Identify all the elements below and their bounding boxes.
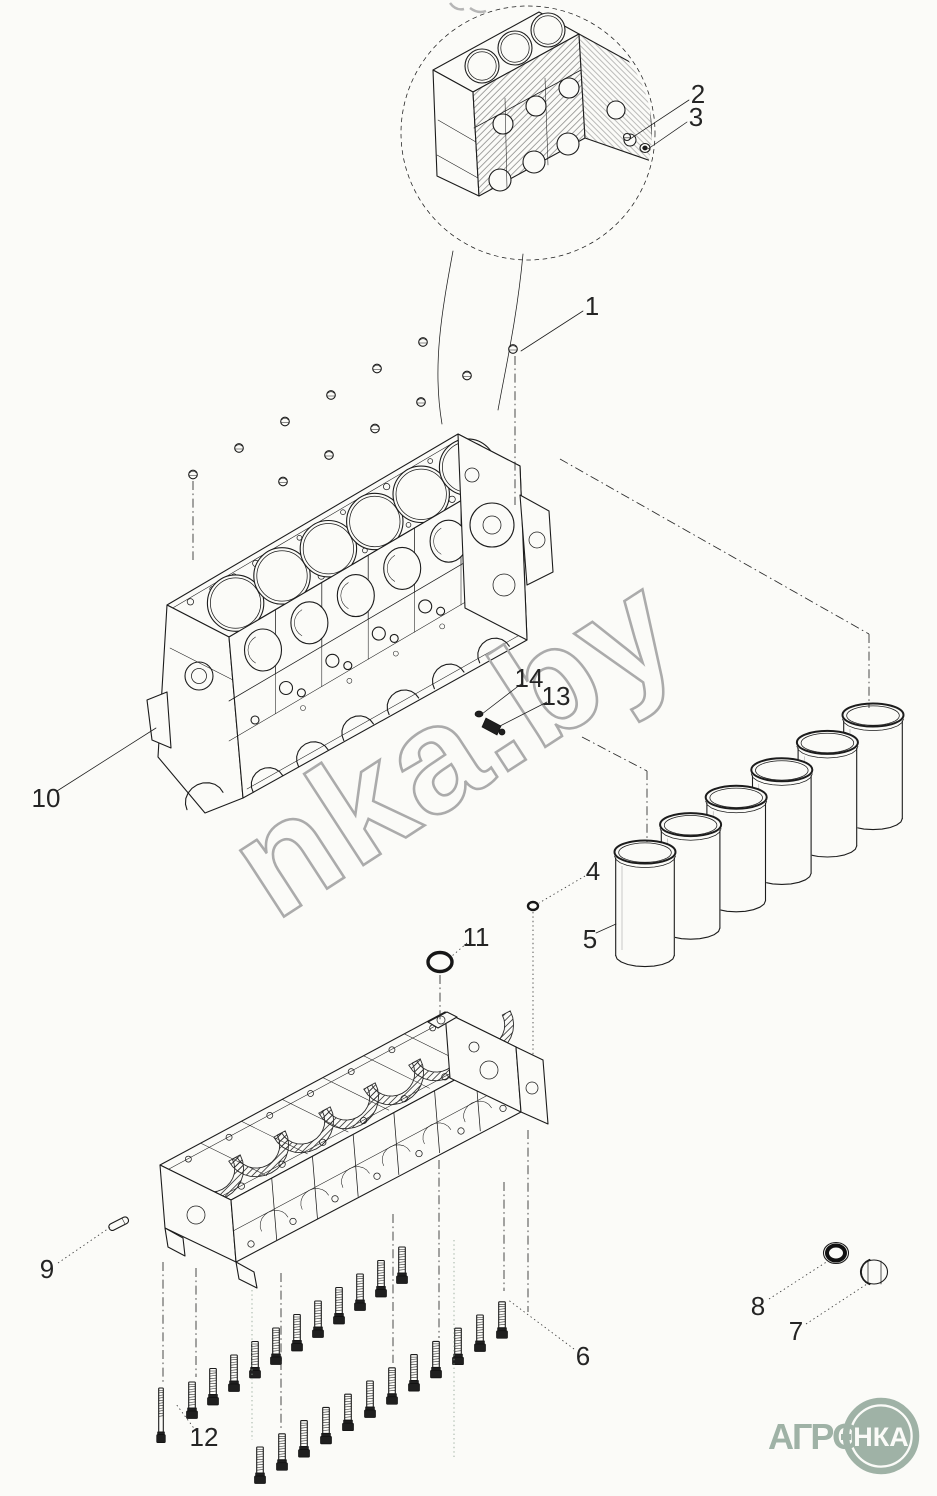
bolt <box>186 1381 198 1419</box>
head-bolt-dots <box>188 337 518 487</box>
bolt <box>408 1354 420 1392</box>
callout-label-6: 6 <box>576 1341 590 1371</box>
bolt-12 <box>156 1387 166 1443</box>
dowel-pin <box>108 1216 130 1232</box>
bolt <box>342 1393 354 1432</box>
logo-badge-text: НКА <box>853 1422 908 1452</box>
callout-label-13: 13 <box>542 681 571 711</box>
bolt <box>430 1340 442 1379</box>
bolt <box>386 1367 398 1405</box>
callout-label-11: 11 <box>463 922 490 952</box>
bolt <box>276 1433 288 1471</box>
callout-label-4: 4 <box>586 856 600 886</box>
callout-label-12: 12 <box>190 1422 219 1452</box>
bolt <box>333 1286 345 1325</box>
bolt <box>249 1340 261 1379</box>
plug <box>859 1258 889 1286</box>
bolt <box>396 1246 408 1284</box>
bolt <box>228 1354 240 1392</box>
seal-ring <box>822 1241 850 1265</box>
callout-label-9: 9 <box>40 1254 54 1284</box>
o-ring-large <box>426 950 454 974</box>
bolt <box>364 1380 376 1418</box>
cylinder-block <box>146 433 554 814</box>
bolt <box>270 1327 282 1365</box>
callout-label-14: 14 <box>515 663 544 693</box>
bolt <box>298 1420 310 1458</box>
callout-label-8: 8 <box>751 1291 765 1321</box>
bolt <box>452 1327 464 1366</box>
bolt <box>207 1367 219 1406</box>
bedplate <box>159 1010 549 1289</box>
bolt <box>254 1446 266 1484</box>
bolt <box>291 1313 303 1352</box>
bolt <box>312 1300 324 1338</box>
o-ring-small <box>526 900 540 912</box>
callout-label-3: 3 <box>689 102 703 132</box>
bolt <box>354 1273 366 1311</box>
callout-label-7: 7 <box>789 1316 803 1346</box>
bolt <box>375 1259 387 1298</box>
cylinder-liners <box>613 702 905 968</box>
callout-label-2: 2 <box>691 79 705 109</box>
bolt <box>496 1301 508 1339</box>
detail-view <box>400 5 656 425</box>
callout-label-1: 1 <box>585 291 599 321</box>
bolt <box>474 1314 486 1352</box>
callout-label-10: 10 <box>32 783 61 813</box>
callout-label-5: 5 <box>583 924 597 954</box>
main-bearing-bolts <box>156 1246 508 1484</box>
axis-lines <box>162 356 870 1460</box>
bolt <box>320 1406 332 1445</box>
